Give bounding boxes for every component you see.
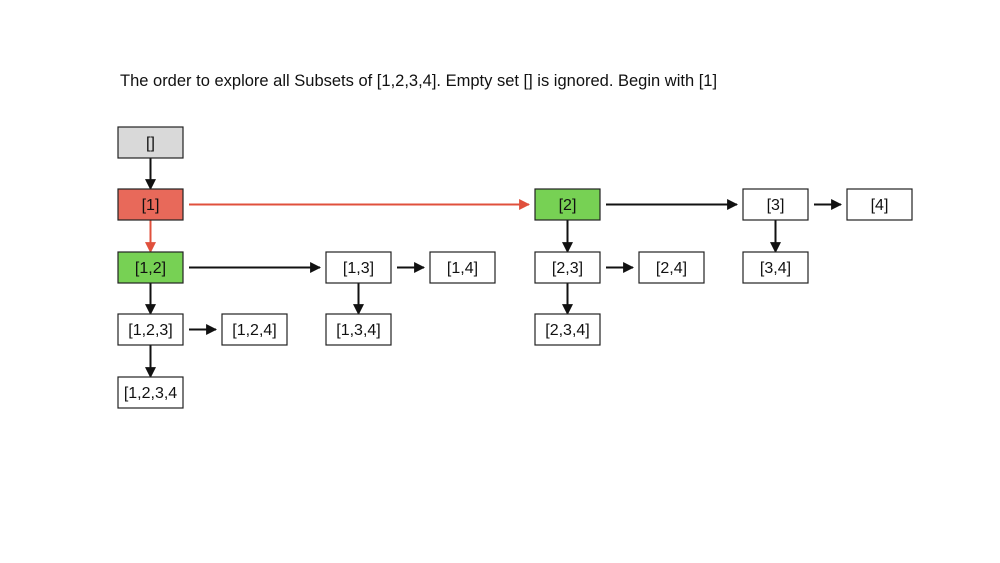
node-n13: [1,3] xyxy=(325,251,392,284)
node-label: [1,2,3,4 xyxy=(124,385,177,402)
node-box xyxy=(846,188,913,221)
node-n2: [2] xyxy=(534,188,601,221)
node-box xyxy=(117,126,184,159)
node-label: [2,3,4] xyxy=(545,322,589,339)
node-box xyxy=(742,188,809,221)
node-label: [3] xyxy=(767,197,785,214)
node-n34: [3,4] xyxy=(742,251,809,284)
node-n134: [1,3,4] xyxy=(325,313,392,346)
node-label: [3,4] xyxy=(760,260,791,277)
node-n1: [1] xyxy=(117,188,184,221)
node-n234: [2,3,4] xyxy=(534,313,601,346)
node-label: [1,3] xyxy=(343,260,374,277)
node-label: [4] xyxy=(871,197,889,214)
node-n123: [1,2,3] xyxy=(117,313,184,346)
node-n23: [2,3] xyxy=(534,251,601,284)
node-n12: [1,2] xyxy=(117,251,184,284)
node-label: [1,2,3] xyxy=(128,322,172,339)
node-box xyxy=(117,313,184,346)
node-n124: [1,2,4] xyxy=(221,313,288,346)
node-box xyxy=(534,251,601,284)
node-box xyxy=(117,251,184,284)
nodes-layer: [] [1] [1,2] [1,2,3] [1,2,3,4 [1,2,4] [1,3] [1,… xyxy=(117,126,913,409)
node-n14: [1,4] xyxy=(429,251,496,284)
node-box xyxy=(117,188,184,221)
node-empty: [] xyxy=(117,126,184,159)
node-box xyxy=(534,188,601,221)
node-n24: [2,4] xyxy=(638,251,705,284)
node-box xyxy=(117,376,184,409)
node-box xyxy=(325,251,392,284)
node-box xyxy=(534,313,601,346)
node-box xyxy=(325,313,392,346)
node-box xyxy=(742,251,809,284)
node-label: [1] xyxy=(142,197,160,214)
node-label: [] xyxy=(146,135,155,152)
node-label: [2,3] xyxy=(552,260,583,277)
node-n1234: [1,2,3,4 xyxy=(117,376,184,409)
node-n3: [3] xyxy=(742,188,809,221)
node-label: [1,2] xyxy=(135,260,166,277)
node-box xyxy=(221,313,288,346)
node-box xyxy=(429,251,496,284)
node-n4: [4] xyxy=(846,188,913,221)
node-label: [1,3,4] xyxy=(336,322,380,339)
node-label: [2] xyxy=(559,197,577,214)
diagram-title: The order to explore all Subsets of [1,2… xyxy=(120,72,717,90)
node-box xyxy=(638,251,705,284)
node-label: [2,4] xyxy=(656,260,687,277)
edges-layer xyxy=(145,158,843,379)
node-label: [1,4] xyxy=(447,260,478,277)
node-label: [1,2,4] xyxy=(232,322,276,339)
